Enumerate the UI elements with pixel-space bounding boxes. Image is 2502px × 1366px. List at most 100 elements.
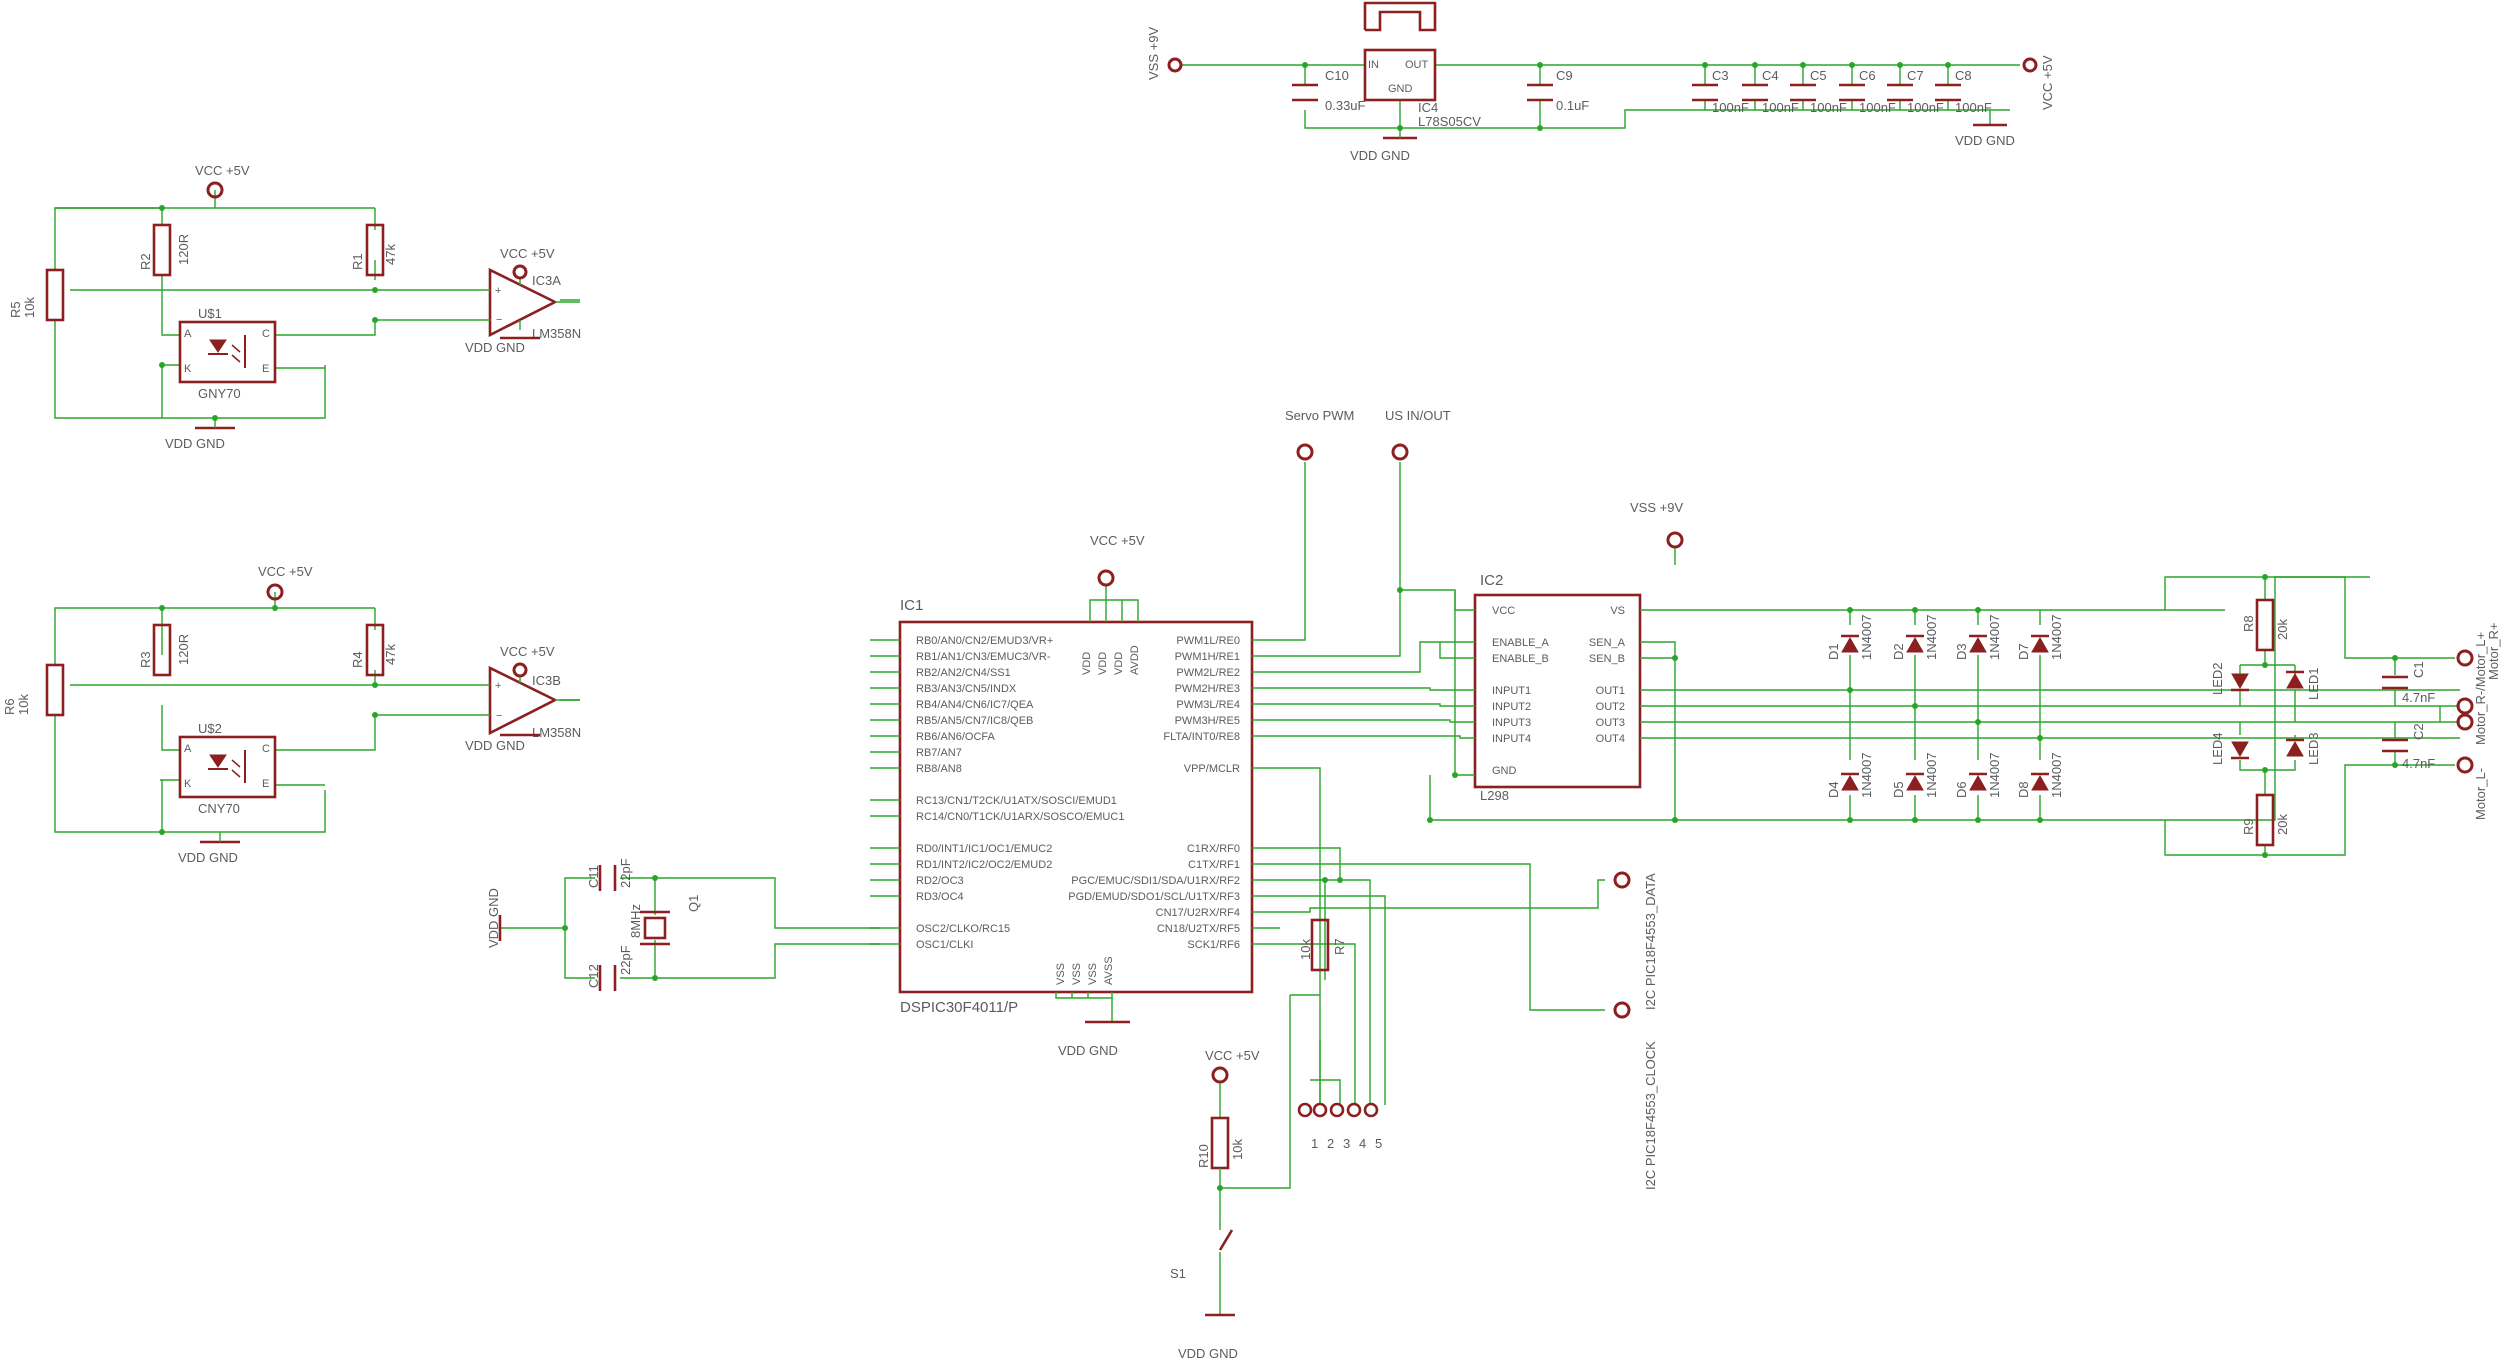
diode-d7 xyxy=(2031,634,2049,653)
ic2-enable-a-pin: ENABLE_A xyxy=(1492,637,1550,649)
r6-potentiometer xyxy=(45,663,65,717)
pin-avss: AVSS xyxy=(1103,956,1115,985)
d2-label: D2 xyxy=(1891,643,1906,660)
diode-d1 xyxy=(1841,634,1859,653)
pin-pwm3l: PWM3L/RE4 xyxy=(1176,699,1240,711)
s1-switch[interactable] xyxy=(1218,1229,1234,1251)
us-in-out-label: US IN/OUT xyxy=(1385,408,1451,423)
ic1-microcontroller xyxy=(898,620,1254,994)
ic3b-opamp xyxy=(488,665,558,736)
sensor-b-section: R6 10k R3 120R R4 47k VCC +5V A K C E U$… xyxy=(2,564,581,865)
pin-vss-2: VSS xyxy=(1071,963,1083,985)
us2-e-pin: E xyxy=(262,778,269,790)
motor-mid-connector-2 xyxy=(2456,713,2474,731)
r1-resistor xyxy=(365,223,385,277)
vcc-label-mcu: VCC +5V xyxy=(1090,533,1145,548)
motor-l-minus-connector xyxy=(2456,756,2474,774)
c4-label: C4 xyxy=(1762,68,1779,83)
pin-vdd-2: VDD xyxy=(1097,652,1109,675)
vcc-label: VCC +5V xyxy=(2040,55,2055,110)
pin-rc13: RC13/CN1/T2CK/U1ATX/SOSCI/EMUD1 xyxy=(916,795,1117,807)
pin-vpp-mclr: VPP/MCLR xyxy=(1184,763,1240,775)
i2c-clock-label: I2C PIC18F4553_CLOCK xyxy=(1643,1041,1658,1190)
motor-r-plus-connector xyxy=(2456,649,2474,667)
diode-d2 xyxy=(1906,634,1924,653)
c10-label: C10 xyxy=(1325,68,1349,83)
svg-text:+: + xyxy=(495,285,501,297)
pin-rc14: RC14/CN0/T1CK/U1ARX/SOSCO/EMUC1 xyxy=(916,811,1124,823)
us2-value: CNY70 xyxy=(198,801,240,816)
ic2-input2-pin: INPUT2 xyxy=(1492,701,1531,713)
ic2-out3-pin: OUT3 xyxy=(1596,717,1625,729)
us2-c-pin: C xyxy=(262,743,270,755)
servo-pwm-connector xyxy=(1296,443,1314,461)
pin-cn18: CN18/U2TX/RF5 xyxy=(1157,923,1240,935)
r9-label: R9 xyxy=(2241,818,2256,835)
ic4-in-pin: IN xyxy=(1368,59,1379,71)
gnd-label-b1: VDD GND xyxy=(178,850,238,865)
pin-avdd: AVDD xyxy=(1129,645,1141,675)
regulator-section: VSS +9V VCC +5V C10 0.33uF IN OUT GND IC… xyxy=(1146,1,2055,163)
vss-label: VSS +9V xyxy=(1146,27,1161,80)
led2-label: LED2 xyxy=(2210,662,2225,695)
ic2-out1-pin: OUT1 xyxy=(1596,685,1625,697)
r10-resistor xyxy=(1210,1116,1230,1170)
pin-pwm2l: PWM2L/RE2 xyxy=(1176,667,1240,679)
d6-label: D6 xyxy=(1954,781,1969,798)
vcc-connector-a xyxy=(206,181,224,199)
vcc-connector-b xyxy=(266,583,284,601)
vcc-label-a2: VCC +5V xyxy=(500,246,555,261)
pin-cn17: CN17/U2RX/RF4 xyxy=(1156,907,1240,919)
c2-label: C2 xyxy=(2411,723,2426,740)
c5-value: 100nF xyxy=(1810,100,1847,115)
pin-rd1: RD1/INT2/IC2/OC2/EMUD2 xyxy=(916,859,1052,871)
driver-section: IC2 L298 VCC ENABLE_A ENABLE_B INPUT1 IN… xyxy=(1280,408,2440,996)
q1-crystal xyxy=(643,916,667,940)
vcc-connector-mcu xyxy=(1097,569,1115,587)
us1-label: U$1 xyxy=(198,306,222,321)
i2c-data-connector xyxy=(1613,871,1631,889)
r4-label: R4 xyxy=(350,651,365,668)
vcc-connector-b2 xyxy=(512,662,528,678)
d6-value: 1N4007 xyxy=(1987,752,2002,798)
r7-label: R7 xyxy=(1332,938,1347,955)
pin-vss-3: VSS xyxy=(1087,963,1099,985)
pin-rd3: RD3/OC4 xyxy=(916,891,964,903)
d1-label: D1 xyxy=(1826,643,1841,660)
i2c-data-label: I2C PIC18F4553_DATA xyxy=(1643,873,1658,1010)
pin-osc1: OSC1/CLKI xyxy=(916,939,973,951)
r2-resistor xyxy=(152,223,172,277)
pin-vdd-3: VDD xyxy=(1113,652,1125,675)
us1-optocoupler xyxy=(178,320,277,384)
r2-label: R2 xyxy=(138,253,153,270)
c11-value: 22pF xyxy=(618,858,633,888)
pin-pwm2h: PWM2H/RE3 xyxy=(1175,683,1240,695)
c6-value: 100nF xyxy=(1859,100,1896,115)
gnd-label-a2: VDD GND xyxy=(465,340,525,355)
us1-e-pin: E xyxy=(262,363,269,375)
c1-label: C1 xyxy=(2411,661,2426,678)
ic2-sen-b-pin: SEN_B xyxy=(1589,653,1625,665)
pin-c1tx: C1TX/RF1 xyxy=(1188,859,1240,871)
pin-rd2: RD2/OC3 xyxy=(916,875,964,887)
us2-optocoupler xyxy=(178,735,277,799)
us1-k-pin: K xyxy=(184,363,192,375)
pin-pgd: PGD/EMUD/SDO1/SCL/U1TX/RF3 xyxy=(1068,891,1240,903)
c11-label: C11 xyxy=(586,865,601,888)
ic2-label: IC2 xyxy=(1480,572,1503,589)
c12-value: 22pF xyxy=(618,945,633,975)
led4 xyxy=(2231,741,2249,760)
us1-value: GNY70 xyxy=(198,386,241,401)
misc-section: 10k R7 I2C PIC18F4553_DATA I2C PIC18F455… xyxy=(1170,847,1658,1361)
d4-label: D4 xyxy=(1826,781,1841,798)
ic2-motor-driver xyxy=(1473,593,1642,789)
ic4-value: L78S05CV xyxy=(1418,114,1481,129)
d1-value: 1N4007 xyxy=(1859,614,1874,660)
pin-rb3: RB3/AN3/CN5/INDX xyxy=(916,683,1017,695)
r9-value: 20k xyxy=(2275,814,2290,835)
d5-label: D5 xyxy=(1891,781,1906,798)
motor-r-plus-label: Motor_R+ xyxy=(2486,623,2501,680)
pin-rb8: RB8/AN8 xyxy=(916,763,962,775)
oscillator-section: VDD GND C11 22pF C12 22pF 8MHz Q1 xyxy=(486,858,880,991)
pin-vdd-1: VDD xyxy=(1081,652,1093,675)
